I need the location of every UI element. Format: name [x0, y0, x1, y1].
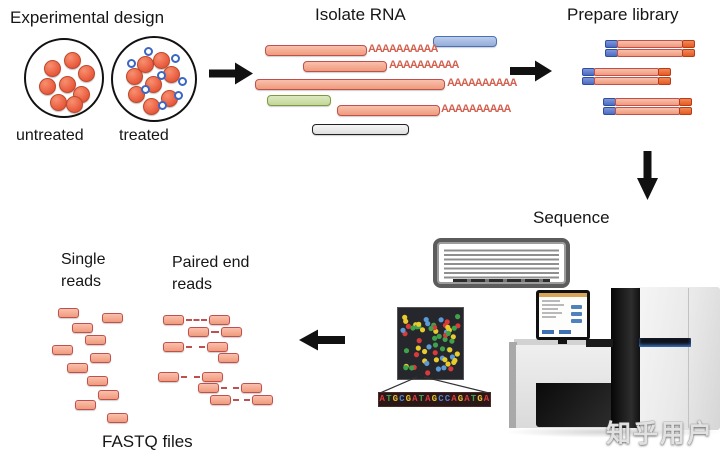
- arrow-right-icon: [209, 62, 253, 85]
- machine-monitor: [536, 290, 590, 340]
- library-fragment: [582, 68, 671, 85]
- rna-fragment-green: [267, 95, 331, 106]
- arrow-down-icon: [637, 151, 658, 200]
- cluster-dots: [400, 314, 461, 376]
- machine-flowcell-slot: [639, 338, 691, 347]
- single-read: [87, 376, 108, 386]
- rna-fragment: [303, 61, 387, 72]
- single-read: [58, 308, 79, 318]
- machine-right-panel: [636, 287, 720, 430]
- untreated-dish-icon: [24, 38, 104, 118]
- arrow-left-icon: [299, 329, 345, 351]
- paired-read: [210, 395, 273, 405]
- machine-drawer: [536, 383, 613, 427]
- library-fragment: [603, 98, 692, 115]
- treated-dish-icon: [111, 36, 197, 122]
- arrow-right-icon: [510, 60, 552, 82]
- sequencer-machine: [504, 282, 720, 445]
- rna-fragment-blue: [433, 36, 497, 47]
- experimental-design-title: Experimental design: [10, 8, 165, 27]
- prepare-library-title: Prepare library: [567, 5, 679, 24]
- fastq-files-label: FASTQ files: [102, 432, 193, 451]
- paired-read: [198, 383, 262, 393]
- rna-fragment: [337, 105, 440, 116]
- single-read: [102, 313, 123, 323]
- paired-read: [163, 315, 230, 325]
- library-fragment: [605, 40, 695, 57]
- paired-read: [158, 372, 223, 382]
- paired-read: [163, 342, 228, 352]
- machine-tower: [611, 288, 640, 428]
- rna-fragment-gray: [312, 124, 409, 135]
- paired-read: [218, 353, 239, 363]
- isolate-rna-title: Isolate RNA: [315, 5, 406, 24]
- polya-tail: AAAAAAAAAA: [368, 43, 438, 55]
- polya-tail: AAAAAAAAAA: [389, 59, 459, 71]
- magnify-callout-lines: [379, 376, 490, 394]
- single-read: [52, 345, 73, 355]
- untreated-label: untreated: [16, 127, 84, 144]
- rna-fragment: [265, 45, 367, 56]
- single-read: [107, 413, 128, 423]
- single-read: [67, 363, 88, 373]
- rna-fragment: [255, 79, 445, 90]
- watermark: 知乎用户: [606, 420, 715, 448]
- flow-cell-icon: [433, 238, 570, 288]
- treated-label: treated: [119, 127, 169, 144]
- single-read: [85, 335, 106, 345]
- single-read: [72, 323, 93, 333]
- sequence-title: Sequence: [533, 208, 610, 227]
- cluster-image: [397, 307, 464, 380]
- single-read: [75, 400, 96, 410]
- single-read: [98, 390, 119, 400]
- polya-tail: AAAAAAAAAA: [441, 103, 511, 115]
- single-read: [90, 353, 111, 363]
- paired-read: [188, 327, 242, 337]
- polya-tail: AAAAAAAAAA: [447, 77, 517, 89]
